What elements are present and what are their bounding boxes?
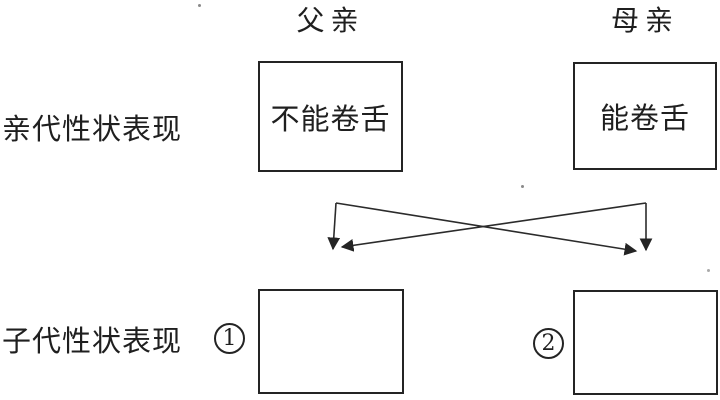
father-trait-text: 不能卷舌 [270,101,391,136]
scan-speck [521,185,524,188]
offspring-2-answer-box [573,290,718,395]
father-column-label: 父亲 [296,4,365,37]
offspring-1-circled-number: 1 [214,323,245,354]
father-to-right-child-arrow [335,202,638,256]
offspring-2-circled-number: 2 [533,328,564,359]
mother-trait-box: 能卷舌 [573,62,717,170]
offspring-generation-row-label: 子代性状表现 [2,324,183,358]
scan-speck [707,269,710,272]
parent-generation-row-label: 亲代性状表现 [2,112,183,146]
mother-trait-text: 能卷舌 [599,101,690,135]
offspring-2-digit: 2 [541,330,556,356]
offspring-1-digit: 1 [222,325,237,351]
mother-column-label: 母亲 [610,4,679,37]
father-to-left-child-arrow [327,202,341,251]
offspring-1-answer-box [258,289,404,394]
mother-to-left-child-arrow [340,202,647,252]
scan-speck [198,4,201,7]
father-trait-box: 不能卷舌 [258,61,403,172]
